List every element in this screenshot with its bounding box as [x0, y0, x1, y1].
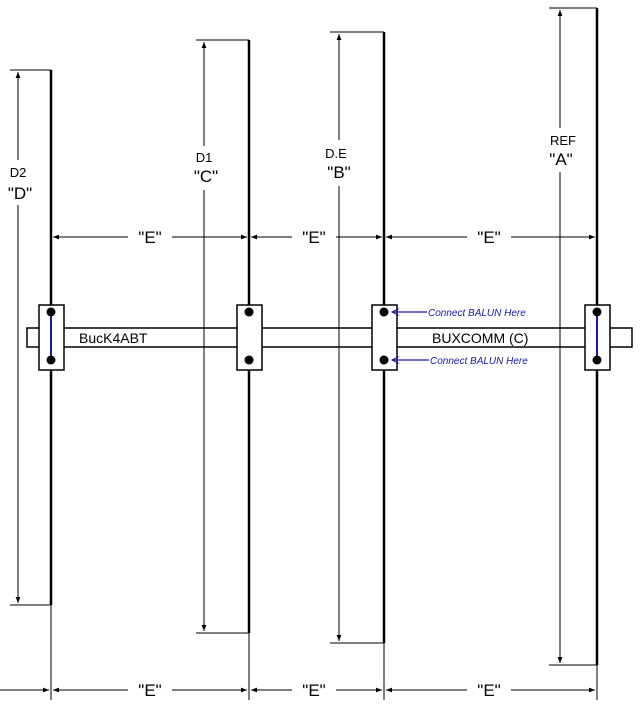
- element-caption: D2: [10, 165, 27, 180]
- boom-right-label: BUXCOMM (C): [432, 330, 528, 346]
- element-caption: D.E: [325, 146, 347, 161]
- svg-text:Connect BALUN Here: Connect BALUN Here: [428, 308, 526, 319]
- feed-point-bolt: [379, 307, 389, 317]
- element-director-2: D2 "D": [8, 69, 65, 606]
- boom: [26, 327, 633, 348]
- spacing-label: "E": [138, 681, 161, 700]
- element-letter: "A": [549, 150, 572, 169]
- element-letter: "C": [194, 167, 218, 186]
- mount-bolt: [244, 355, 254, 365]
- balun-note-top: Connect BALUN Here: [392, 308, 526, 319]
- feed-point-bolt: [379, 355, 389, 365]
- spacing-label: "E": [138, 228, 161, 247]
- mount-bolt: [46, 307, 56, 317]
- element-caption: REF: [550, 133, 576, 148]
- mount-bolt: [46, 355, 56, 365]
- svg-text:Connect BALUN Here: Connect BALUN Here: [430, 356, 528, 367]
- spacing-label: "E": [477, 228, 500, 247]
- mount-bolt: [244, 307, 254, 317]
- mount-bolt: [592, 307, 602, 317]
- mount-bolt: [592, 355, 602, 365]
- element-letter: "B": [327, 163, 350, 182]
- spacing-label: "E": [302, 681, 325, 700]
- element-reflector: REF "A": [549, 7, 611, 666]
- element-driven: D.E "B": [325, 31, 398, 644]
- balun-note-bottom: Connect BALUN Here: [392, 356, 528, 367]
- spacing-label: "E": [302, 228, 325, 247]
- element-letter: "D": [8, 184, 32, 203]
- boom-left-label: BucK4ABT: [79, 330, 148, 346]
- element-caption: D1: [196, 150, 213, 165]
- upper-spacing-dimensions: "E" "E" "E": [53, 228, 595, 247]
- spacing-label: "E": [477, 681, 500, 700]
- element-director-1: D1 "C": [194, 39, 263, 634]
- lower-spacing-dimensions: "E" "E" "E": [0, 681, 595, 700]
